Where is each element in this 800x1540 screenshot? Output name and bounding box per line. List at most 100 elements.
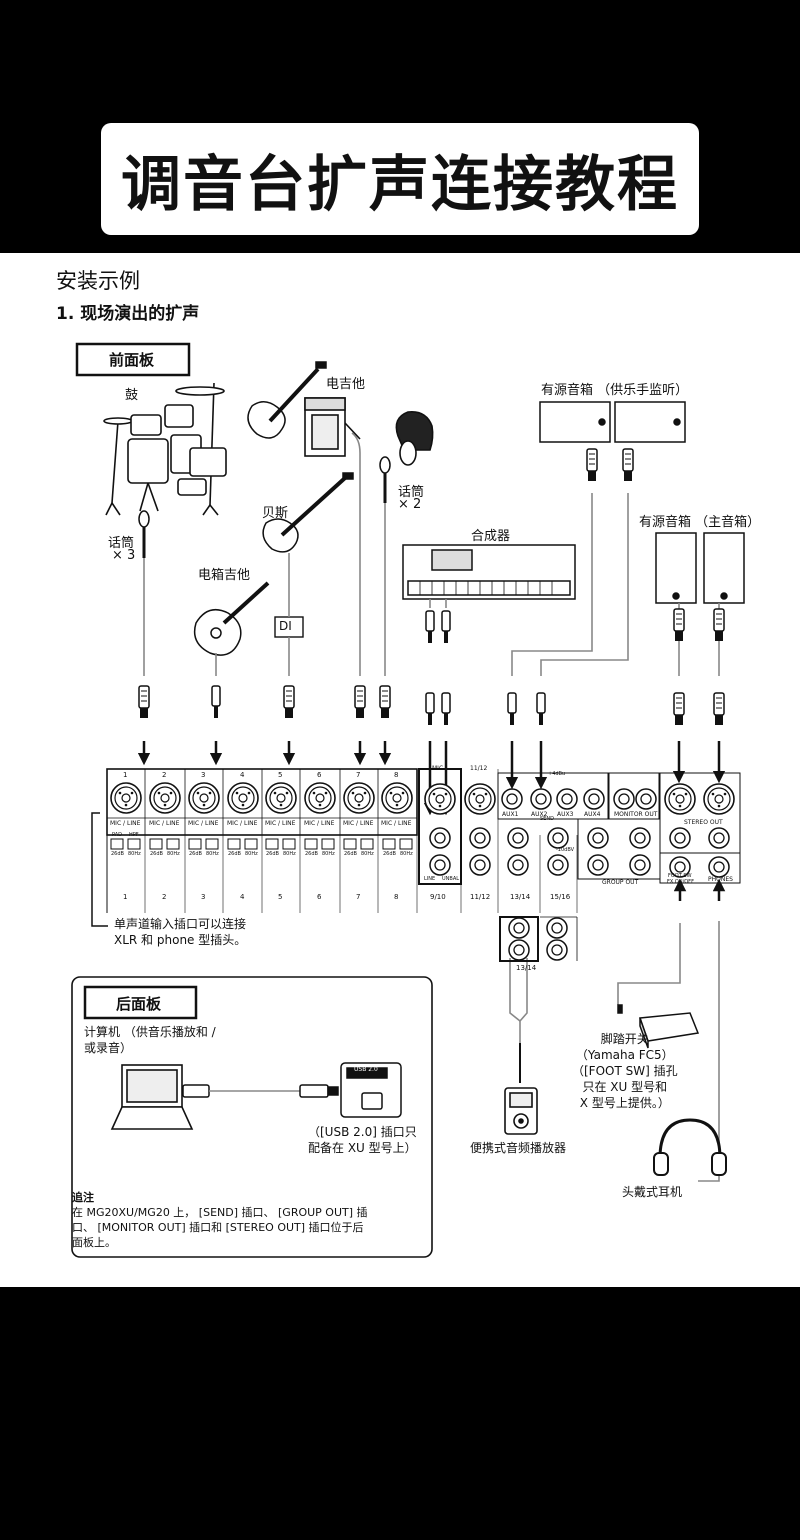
hpf-value-2: 80Hz xyxy=(167,851,180,857)
rear-13-14-label: 13/14 xyxy=(516,964,537,972)
synth-label: 合成器 xyxy=(471,529,511,544)
strip-15-16: 15/16 xyxy=(550,893,571,901)
strip-3: 3 xyxy=(201,893,206,901)
usb-port-icon xyxy=(340,1062,402,1118)
pad-value-5: 26dB xyxy=(266,851,279,857)
pad-value-7: 26dB xyxy=(344,851,357,857)
rear-panel-box xyxy=(71,976,433,1258)
electric-guitar-icon xyxy=(247,361,327,439)
ch-top-4: 4 xyxy=(240,771,245,779)
banner: 调音台扩声连接教程 xyxy=(101,123,699,235)
send-label: SEND xyxy=(540,816,554,822)
strip-7: 7 xyxy=(356,893,361,901)
jack-label-8: MIC / LINE xyxy=(381,820,412,827)
mic-left-label: 话筒 xyxy=(108,536,135,551)
monitor-speakers-icon xyxy=(539,401,686,443)
hpf-value-7: 80Hz xyxy=(361,851,374,857)
bass-label: 贝斯 xyxy=(262,506,289,521)
jack-label-3: MIC / LINE xyxy=(188,820,219,827)
portable-player-icon xyxy=(504,1043,538,1135)
footnote-text: 在 MG20XU/MG20 上， [SEND] 插口、 [GROUP OUT] … xyxy=(72,1206,368,1249)
bass-guitar-icon xyxy=(262,472,354,553)
drums-label: 鼓 xyxy=(125,388,139,403)
mic-label-9: MIC xyxy=(432,765,444,772)
hpf-value-3: 80Hz xyxy=(206,851,219,857)
ch-11-12-label: 11/12 xyxy=(470,765,488,772)
footswitch-icon xyxy=(617,1004,700,1049)
strip-8: 8 xyxy=(394,893,399,901)
front-panel-label: 前面板 xyxy=(109,351,155,369)
rear-panel-label-box xyxy=(83,985,198,1020)
ch-top-5: 5 xyxy=(278,771,283,779)
pad-label: PAD xyxy=(112,832,122,838)
aux1-label: AUX1 xyxy=(502,811,519,818)
pad-value-3: 26dB xyxy=(189,851,202,857)
ch-top-3: 3 xyxy=(201,771,206,779)
diagram-page: 安装示例 1. 现场演出的扩声 前面板 鼓 电吉他 贝斯 电箱吉他 DI 话筒 … xyxy=(0,253,800,1287)
usb-label: USB 2.0 xyxy=(354,1066,378,1073)
strip-13-14: 13/14 xyxy=(510,893,531,901)
footnote-title: 追注 xyxy=(72,1191,94,1204)
usb-note: （[USB 2.0] 插口只 配备在 XU 型号上） xyxy=(308,1125,417,1155)
computer-note: 计算机 （供音乐播放和 / 或录音） xyxy=(84,1025,216,1055)
strip-1: 1 xyxy=(123,893,128,901)
vocal-mic-count: × 2 xyxy=(398,497,422,512)
level-send: +4dBu xyxy=(548,771,566,777)
synthesizer-icon xyxy=(402,544,576,600)
monitor-speakers-label: 有源音箱 （供乐手监听） xyxy=(541,383,689,398)
section-title: 安装示例 xyxy=(56,269,140,293)
hpf-label: HPF xyxy=(129,832,139,838)
jack-label-6: MIC / LINE xyxy=(304,820,335,827)
phones-label: PHONES xyxy=(708,876,733,883)
aux4-label: AUX4 xyxy=(584,811,601,818)
main-speakers-label: 有源音箱 （主音箱） xyxy=(639,515,761,530)
ch-top-2: 2 xyxy=(162,771,167,779)
aux3-label: AUX3 xyxy=(557,811,574,818)
rear-panel-label: 后面板 xyxy=(116,995,162,1013)
di-label: DI xyxy=(279,619,292,633)
hpf-value-6: 80Hz xyxy=(322,851,335,857)
drum-kit-icon xyxy=(103,382,227,516)
strip-4: 4 xyxy=(240,893,245,901)
front-panel-label-box xyxy=(75,342,191,377)
strip-11-12: 11/12 xyxy=(470,893,491,901)
ch-top-8: 8 xyxy=(394,771,399,779)
vocal-mic-icon xyxy=(379,456,391,503)
electric-guitar-label: 电吉他 xyxy=(326,377,366,392)
monitor-out-label: MONITOR OUT xyxy=(614,811,658,818)
level-unbal: -10dBV xyxy=(556,847,575,853)
jack-label-4: MIC / LINE xyxy=(227,820,258,827)
banner-title: 调音台扩声连接教程 xyxy=(121,149,679,220)
fx-onoff-label: FX ON/OFF xyxy=(667,879,694,885)
strip-6: 6 xyxy=(317,893,322,901)
headphones-label: 头戴式耳机 xyxy=(622,1185,683,1199)
strip-2: 2 xyxy=(162,893,167,901)
pad-value-1: 26dB xyxy=(111,851,124,857)
instrument-mic-icon xyxy=(138,510,150,558)
section-subtitle: 1. 现场演出的扩声 xyxy=(56,304,200,324)
mic-left-count: × 3 xyxy=(112,548,136,563)
ch-top-7: 7 xyxy=(356,771,361,779)
acoustic-guitar-icon xyxy=(193,581,270,656)
pad-value-4: 26dB xyxy=(228,851,241,857)
foot-sw-label: FOOT SW xyxy=(668,873,692,879)
unbal-label: UNBAL xyxy=(442,876,460,882)
jack-label-5: MIC / LINE xyxy=(265,820,296,827)
group-out-label: GROUP OUT xyxy=(602,879,639,886)
pad-value-2: 26dB xyxy=(150,851,163,857)
stereo-out-label: STEREO OUT xyxy=(684,819,723,826)
strip-5: 5 xyxy=(278,893,283,901)
jack-label-1: MIC / LINE xyxy=(110,820,141,827)
pad-value-8: 26dB xyxy=(383,851,396,857)
headphones-icon xyxy=(653,1118,727,1176)
vocalist-icon xyxy=(395,410,434,466)
hpf-value-4: 80Hz xyxy=(245,851,258,857)
main-speakers-icon xyxy=(655,532,745,604)
jack-label-2: MIC / LINE xyxy=(149,820,180,827)
footswitch-note: 脚踏开关 （Yamaha FC5） （[FOOT SW] 插孔 只在 XU 型号… xyxy=(572,1032,678,1110)
portable-player-label: 便携式音频播放器 xyxy=(470,1141,567,1155)
line-label: LINE xyxy=(424,876,436,882)
vocal-mic-label: 话筒 xyxy=(398,485,425,500)
pad-hpf-switches xyxy=(110,838,413,850)
hpf-value-5: 80Hz xyxy=(283,851,296,857)
